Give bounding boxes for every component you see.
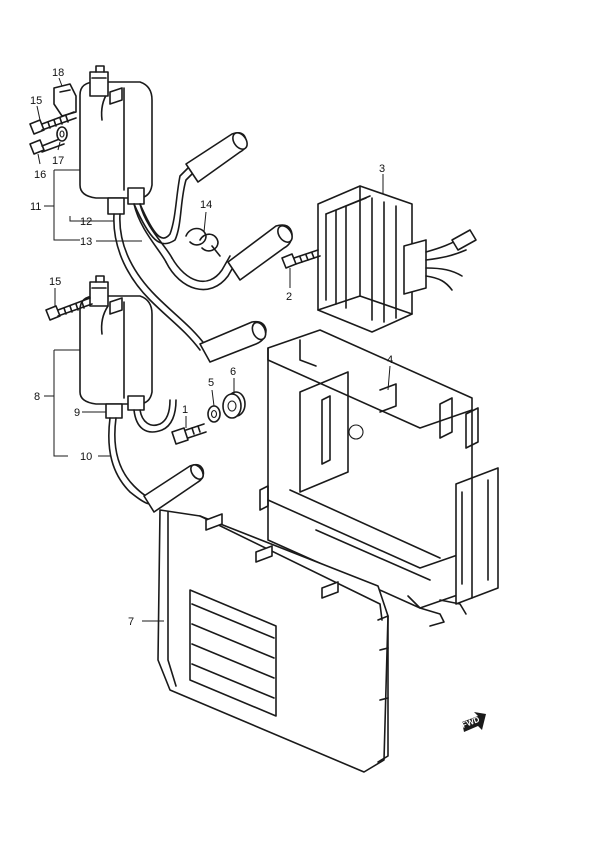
callout-1: 1 (182, 404, 188, 416)
ignition-coil-lower (79, 275, 205, 513)
callout-4: 4 (387, 354, 393, 366)
callout-18: 18 (52, 67, 64, 79)
grommet-6 (222, 391, 246, 419)
leader-lines (36, 77, 391, 622)
upper-fasteners (29, 83, 221, 257)
callout-3: 3 (379, 163, 385, 175)
callout-8: 8 (34, 391, 40, 403)
callout-labels: 18 15 16 17 11 12 13 14 15 8 9 10 1 5 6 … (30, 67, 393, 628)
rectifier-regulator (317, 185, 477, 333)
callout-10: 10 (80, 451, 92, 463)
callout-16: 16 (34, 169, 46, 181)
callout-11: 11 (30, 201, 41, 213)
bolt-2 (281, 249, 321, 269)
electrical-box (259, 329, 499, 627)
callout-2: 2 (286, 291, 292, 303)
callout-14: 14 (200, 199, 212, 211)
callout-12: 12 (80, 216, 92, 228)
callout-17: 17 (52, 155, 64, 167)
callout-7: 7 (128, 616, 134, 628)
collar-5 (207, 405, 221, 423)
callout-13: 13 (80, 236, 92, 248)
callout-9: 9 (74, 407, 80, 419)
callout-15-lower: 15 (49, 276, 61, 288)
cover (157, 509, 389, 773)
fwd-arrow-icon: FWD (461, 712, 486, 732)
ignition-coil-upper (79, 65, 293, 363)
callout-15-upper: 15 (30, 95, 42, 107)
callout-5: 5 (208, 377, 214, 389)
lower-screw-15 (45, 297, 93, 321)
bolt-1 (171, 423, 207, 445)
callout-6: 6 (230, 366, 236, 378)
